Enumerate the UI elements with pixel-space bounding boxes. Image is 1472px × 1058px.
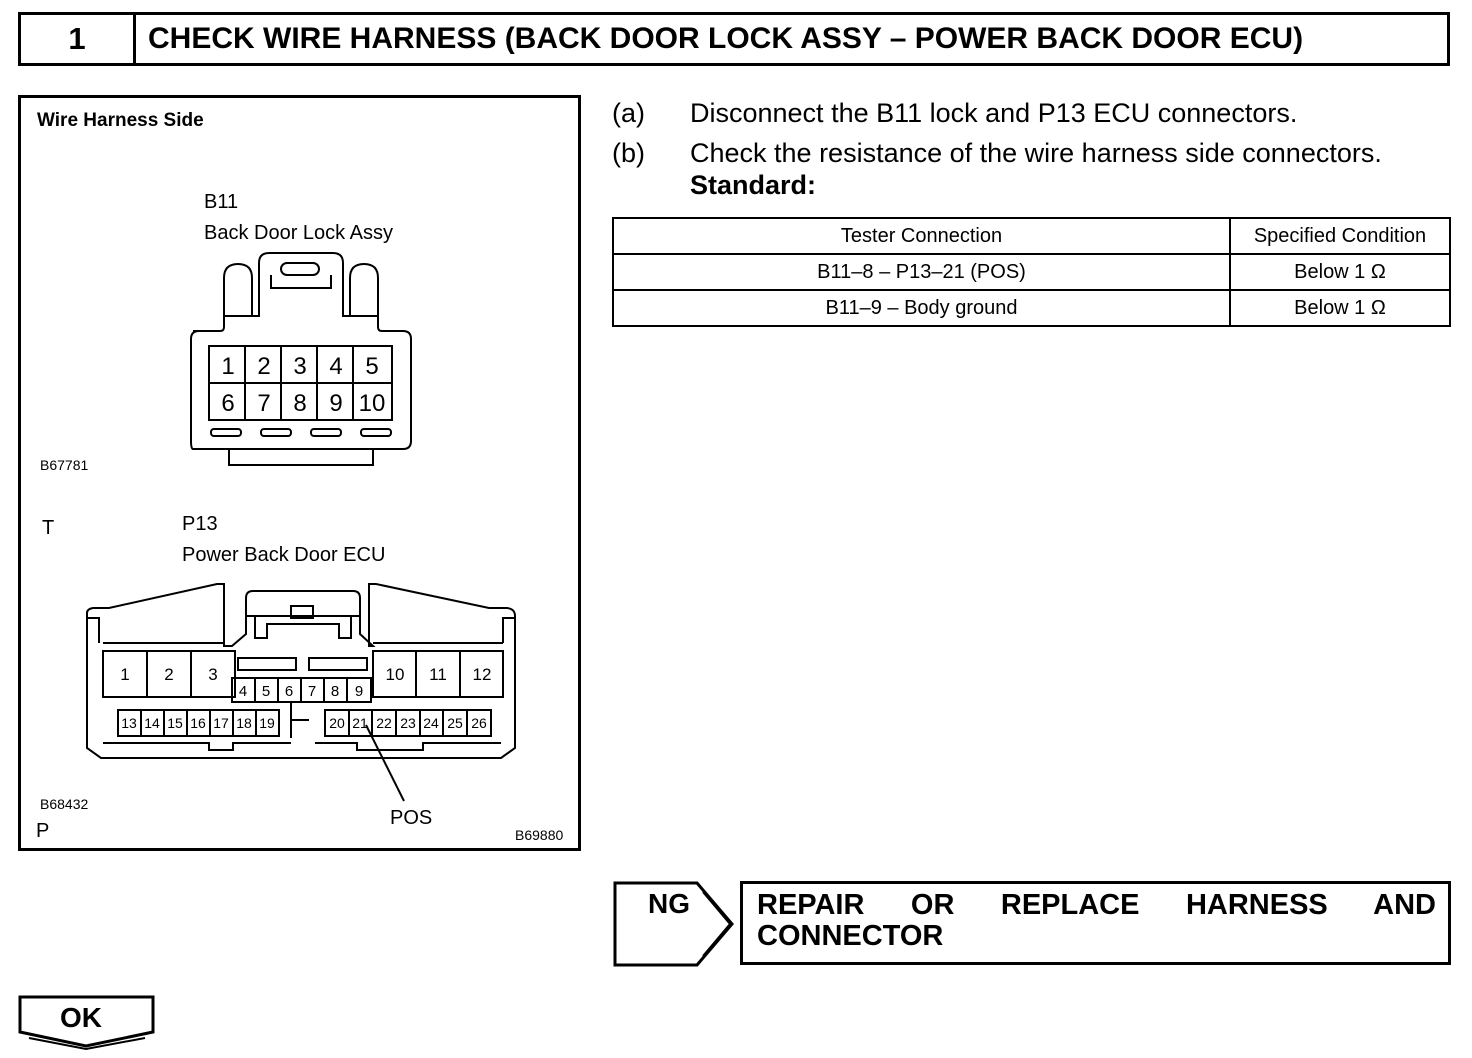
b11-connector-outline — [190, 252, 412, 466]
p13-code: P13 — [182, 513, 218, 535]
p13-pin: 10 — [386, 665, 405, 684]
step-text: Disconnect the B11 lock and P13 ECU conn… — [690, 97, 1298, 128]
p13-ref: B68432 — [40, 796, 89, 812]
p13-pin: 18 — [236, 715, 252, 731]
p13-pin: 25 — [447, 715, 463, 731]
b11-pin: 9 — [329, 390, 342, 417]
p13-pin: 26 — [471, 715, 487, 731]
table-cell: B11–9 – Body ground — [612, 289, 1231, 327]
column-header: Specified Condition — [1229, 217, 1451, 255]
b11-name: Back Door Lock Assy — [204, 222, 393, 244]
ng-label: NG — [648, 888, 690, 919]
p13-pin: 19 — [259, 715, 275, 731]
b11-code: B11 — [204, 191, 239, 213]
step-b: (b) Check the resistance of the wire har… — [612, 133, 1462, 173]
b11-pin: 2 — [257, 353, 270, 380]
figure-heading: Wire Harness Side — [37, 110, 204, 131]
p13-connector-outline — [86, 583, 516, 802]
table-row: B11–8 – P13–21 (POS) Below 1 Ω — [612, 253, 1451, 291]
standard-label: Standard: — [690, 170, 817, 200]
b11-pin: 8 — [293, 390, 306, 417]
b11-pin: 6 — [221, 390, 234, 417]
table-cell: Below 1 Ω — [1229, 253, 1451, 291]
p13-pin: 22 — [376, 715, 392, 731]
b11-pin: 1 — [221, 353, 234, 380]
b11-pin: 10 — [359, 390, 386, 417]
b11-ref: B67781 — [40, 457, 89, 473]
spec-table: Tester Connection Specified Condition B1… — [612, 217, 1451, 327]
step-header: 1 CHECK WIRE HARNESS (BACK DOOR LOCK ASS… — [18, 12, 1450, 66]
p13-pin: 16 — [190, 715, 206, 731]
ng-action-line: CONNECTOR — [757, 920, 944, 952]
p13-pin: 7 — [308, 683, 316, 700]
p13-pin: 5 — [262, 683, 270, 700]
p13-pin: 6 — [285, 683, 293, 700]
column-header: Tester Connection — [612, 217, 1231, 255]
step-a: (a) Disconnect the B11 lock and P13 ECU … — [612, 93, 1462, 133]
table-cell: Below 1 Ω — [1229, 289, 1451, 327]
ok-label: OK — [60, 1002, 102, 1033]
ng-action-box: REPAIR OR REPLACE HARNESS AND CONNECTOR — [740, 881, 1451, 965]
ng-arrow-icon — [613, 881, 734, 967]
connector-drawings: 1 2 3 4 5 6 7 8 9 10 1 2 3 10 11 12 4 5 … — [86, 252, 516, 802]
mark-p: P — [36, 820, 50, 842]
p13-pin: 23 — [400, 715, 416, 731]
p13-pin: 4 — [239, 683, 247, 700]
p13-pin: 8 — [331, 683, 339, 700]
step-text: Check the resistance of the wire harness… — [690, 137, 1382, 168]
p13-name: Power Back Door ECU — [182, 544, 386, 566]
wire-harness-figure: 1 2 3 4 5 6 7 8 9 10 1 2 3 10 11 12 4 5 … — [18, 95, 581, 851]
p13-pin: 14 — [144, 715, 160, 731]
table-row: B11–9 – Body ground Below 1 Ω — [612, 289, 1451, 327]
table-cell: B11–8 – P13–21 (POS) — [612, 253, 1231, 291]
b11-pin: 3 — [293, 353, 306, 380]
p13-pin: 15 — [167, 715, 183, 731]
p13-pin: 9 — [355, 683, 363, 700]
p13-pin: 21 — [352, 715, 368, 731]
p13-pin: 13 — [121, 715, 137, 731]
pos-label: POS — [390, 807, 433, 829]
step-title: CHECK WIRE HARNESS (BACK DOOR LOCK ASSY … — [148, 22, 1304, 55]
step-number: 1 — [21, 15, 136, 63]
p13-pin: 12 — [473, 665, 492, 684]
figure-ref: B69880 — [515, 827, 564, 843]
p13-pin: 11 — [429, 665, 447, 684]
ok-arrow-icon — [18, 995, 155, 1050]
p13-pin: 24 — [423, 715, 439, 731]
b11-pin: 7 — [257, 390, 270, 417]
step-label: (a) — [612, 97, 645, 128]
ng-action-line: REPAIR OR REPLACE HARNESS AND — [757, 889, 1436, 921]
p13-pin: 3 — [208, 665, 217, 684]
p13-pin: 2 — [164, 665, 173, 684]
procedure-steps: (a) Disconnect the B11 lock and P13 ECU … — [612, 93, 1462, 173]
p13-pin: 1 — [120, 665, 129, 684]
mark-t: T — [42, 517, 55, 539]
b11-pin: 5 — [365, 353, 378, 380]
p13-pin: 20 — [329, 715, 345, 731]
step-label: (b) — [612, 137, 645, 168]
table-header-row: Tester Connection Specified Condition — [612, 217, 1451, 255]
b11-pin: 4 — [329, 353, 342, 380]
p13-pin: 17 — [213, 715, 229, 731]
